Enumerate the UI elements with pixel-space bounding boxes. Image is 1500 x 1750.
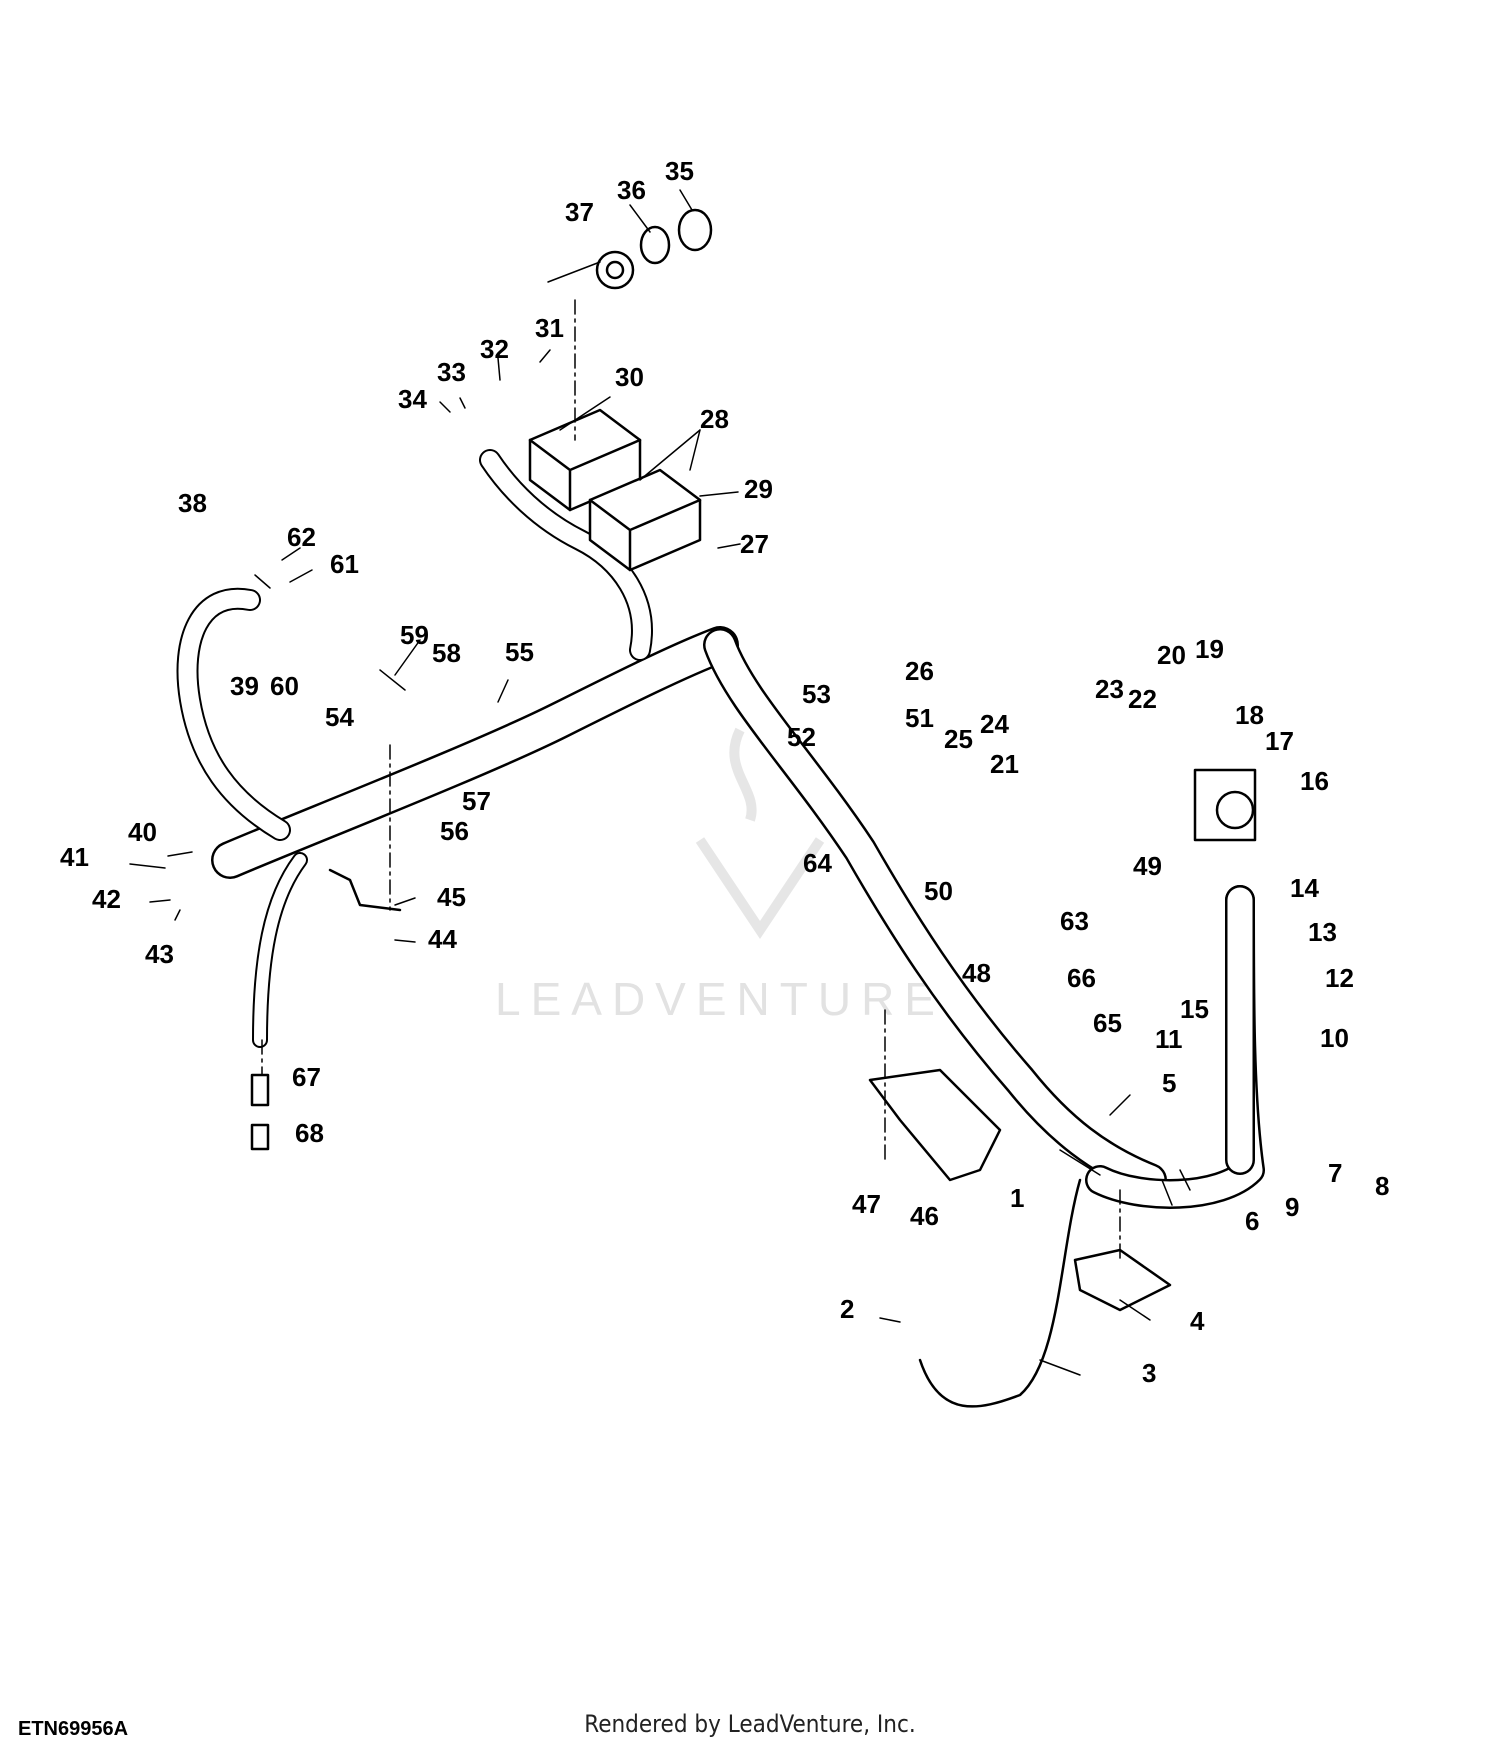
upper-branch — [479, 449, 653, 661]
left-loop-harness — [176, 587, 291, 841]
relay-module-30 — [528, 408, 642, 512]
callout-14: 14 — [1290, 873, 1319, 903]
callout-36: 36 — [617, 175, 646, 205]
callout-58: 58 — [432, 638, 461, 668]
callout-28: 28 — [700, 404, 729, 434]
left-lead — [252, 852, 308, 1048]
callout-61: 61 — [330, 549, 359, 579]
callout-66: 66 — [1067, 963, 1096, 993]
callout-6: 6 — [1245, 1206, 1259, 1236]
callout-65: 65 — [1093, 1008, 1122, 1038]
bracket-45 — [328, 868, 402, 912]
callout-24: 24 — [980, 709, 1009, 739]
leader-lines — [129, 189, 1191, 1376]
watermark-logo — [695, 727, 825, 940]
callout-20: 20 — [1157, 640, 1186, 670]
callout-16: 16 — [1300, 766, 1329, 796]
callout-49: 49 — [1133, 851, 1162, 881]
callout-30: 30 — [615, 362, 644, 392]
callout-19: 19 — [1195, 634, 1224, 664]
callout-37: 37 — [565, 197, 594, 227]
callout-26: 26 — [905, 656, 934, 686]
watermark-text: LEADVENTURE — [495, 973, 945, 1025]
shield-46 — [868, 1068, 1002, 1182]
callout-12: 12 — [1325, 963, 1354, 993]
callout-8: 8 — [1375, 1171, 1389, 1201]
callout-47: 47 — [852, 1189, 881, 1219]
callout-51: 51 — [905, 703, 934, 733]
callout-4: 4 — [1190, 1306, 1205, 1336]
callout-22: 22 — [1128, 684, 1157, 714]
callout-68: 68 — [295, 1118, 324, 1148]
callout-63: 63 — [1060, 906, 1089, 936]
figure-id: ETN69956A — [18, 1718, 129, 1740]
callout-25: 25 — [944, 724, 973, 754]
center-harness — [703, 628, 1167, 1197]
connector-67 — [250, 1073, 270, 1107]
callout-67: 67 — [292, 1062, 321, 1092]
callout-1: 1 — [1010, 1183, 1024, 1213]
callout-27: 27 — [740, 529, 769, 559]
fuse-block-17 — [1193, 768, 1257, 842]
callout-38: 38 — [178, 488, 207, 518]
callout-64: 64 — [803, 848, 832, 878]
callout-43: 43 — [145, 939, 174, 969]
callout-labels: 1 2 3 4 5 6 7 8 9 10 11 12 13 14 15 16 1… — [60, 156, 1389, 1388]
callout-10: 10 — [1320, 1023, 1349, 1053]
callout-46: 46 — [910, 1201, 939, 1231]
callout-32: 32 — [480, 334, 509, 364]
callout-48: 48 — [962, 958, 991, 988]
lower-wire — [918, 1178, 1082, 1408]
callout-7: 7 — [1328, 1158, 1342, 1188]
relay-module-28 — [588, 468, 702, 572]
callout-45: 45 — [437, 882, 466, 912]
callout-34: 34 — [398, 384, 427, 414]
callout-2: 2 — [840, 1294, 854, 1324]
callout-52: 52 — [787, 722, 816, 752]
callout-44: 44 — [428, 924, 457, 954]
callout-31: 31 — [535, 313, 564, 343]
callout-9: 9 — [1285, 1192, 1299, 1222]
callout-53: 53 — [802, 679, 831, 709]
callout-15: 15 — [1180, 994, 1209, 1024]
callout-60: 60 — [270, 671, 299, 701]
connector-plug-37 — [595, 208, 713, 290]
callout-59: 59 — [400, 620, 429, 650]
callout-54: 54 — [325, 702, 354, 732]
main-harness-trunk — [211, 626, 739, 879]
callout-21: 21 — [990, 749, 1019, 779]
callout-55: 55 — [505, 637, 534, 667]
connector-68 — [250, 1123, 270, 1151]
render-credit: Rendered by LeadVenture, Inc. — [584, 1710, 916, 1738]
callout-39: 39 — [230, 671, 259, 701]
callout-50: 50 — [924, 876, 953, 906]
callout-18: 18 — [1235, 700, 1264, 730]
callout-29: 29 — [744, 474, 773, 504]
callout-35: 35 — [665, 156, 694, 186]
callout-56: 56 — [440, 816, 469, 846]
callout-33: 33 — [437, 357, 466, 387]
callout-41: 41 — [60, 842, 89, 872]
callout-3: 3 — [1142, 1358, 1156, 1388]
callout-57: 57 — [462, 786, 491, 816]
callout-17: 17 — [1265, 726, 1294, 756]
callout-62: 62 — [287, 522, 316, 552]
callout-40: 40 — [128, 817, 157, 847]
callout-23: 23 — [1095, 674, 1124, 704]
callout-42: 42 — [92, 884, 121, 914]
callout-13: 13 — [1308, 917, 1337, 947]
callout-5: 5 — [1162, 1068, 1176, 1098]
center-lines — [261, 299, 1121, 1261]
callout-11: 11 — [1155, 1024, 1183, 1054]
bracket-4 — [1073, 1248, 1172, 1312]
